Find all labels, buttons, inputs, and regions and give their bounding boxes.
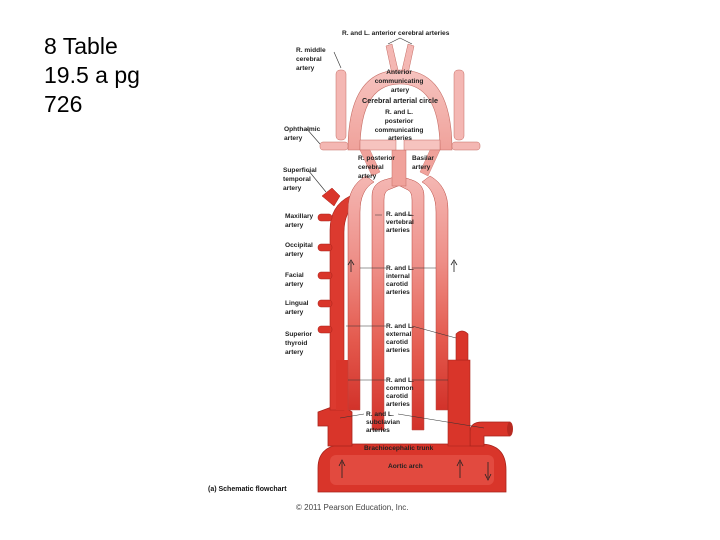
- vessel-drawing: [317, 43, 513, 493]
- copyright-notice: © 2011 Pearson Education, Inc.: [296, 503, 408, 512]
- label-ophthalmic: Ophthalmic artery: [284, 126, 322, 142]
- label-superior-thyroid: Superior thyroid artery: [285, 331, 314, 356]
- maxillary-branch: [317, 213, 333, 222]
- flow-arrows: [338, 259, 492, 481]
- label-brachiocephalic: Brachiocephalic trunk: [364, 445, 434, 452]
- label-posterior-cerebral: R. posterior cerebral artery: [358, 155, 397, 180]
- superficial-temporal-branch: [321, 187, 341, 207]
- label-aortic-arch: Aortic arch: [388, 463, 423, 470]
- occipital-branch: [317, 243, 333, 252]
- right-common-carotid: [336, 360, 348, 410]
- figure-caption: (a) Schematic flowchart: [208, 486, 287, 493]
- right-internal-carotid: [347, 175, 375, 411]
- external-carotid-branches: [317, 187, 341, 334]
- label-external-carotid: R. and L. external carotid arteries: [386, 323, 416, 354]
- left-internal-carotid: [421, 175, 449, 411]
- basilar-vessel: [391, 149, 407, 187]
- ophthalmic-right: [319, 141, 349, 151]
- lingual-branch: [317, 299, 333, 308]
- label-lingual: Lingual artery: [285, 300, 310, 316]
- flow-arrow-left: [347, 259, 355, 272]
- label-facial: Facial artery: [285, 272, 306, 288]
- flow-arrow-aorta-left: [338, 459, 346, 478]
- label-middle-cerebral: R. middle cerebral artery: [296, 47, 328, 72]
- label-superficial-temporal: Superficial temporal artery: [283, 167, 319, 192]
- left-external-carotid: [455, 330, 469, 361]
- middle-cerebral-left: [453, 69, 465, 141]
- leader-superficial-temporal: [307, 169, 327, 193]
- left-subclavian-vessel: [469, 421, 511, 447]
- leader-ophthalmic: [305, 127, 321, 145]
- posterior-communicating-right: [403, 139, 441, 151]
- middle-cerebral-right: [335, 69, 347, 141]
- label-anterior-communicating: Anterior communicating artery: [375, 69, 426, 94]
- facial-branch: [317, 271, 333, 280]
- posterior-cerebral-junction: [359, 149, 381, 177]
- leader-external-carotid: [346, 325, 457, 339]
- left-common-carotid: [447, 359, 471, 447]
- label-basilar: Basilar artery: [412, 155, 436, 171]
- flow-arrow-right: [450, 259, 458, 272]
- leader-lines: [305, 37, 485, 429]
- slide-title: 8 Table 19.5 a pg 726: [44, 33, 140, 117]
- ophthalmic-left: [451, 141, 481, 151]
- label-maxillary: Maxillary artery: [285, 213, 315, 229]
- label-posterior-communicating: R. and L. posterior communicating arteri…: [375, 109, 426, 142]
- label-cerebral-arterial-circle: Cerebral arterial circle: [362, 96, 438, 105]
- label-anterior-cerebral: R. and L. anterior cerebral arteries: [342, 30, 450, 37]
- diagram-labels: R. and L. anterior cerebral arteries R. …: [208, 30, 450, 512]
- flow-arrow-aorta-right: [484, 462, 492, 481]
- label-vertebral: R. and L. vertebral arteries: [386, 211, 416, 234]
- flow-arrow-aorta-mid: [456, 459, 464, 478]
- label-occipital: Occipital artery: [285, 242, 315, 258]
- label-common-carotid: R. and L. common carotid arteries: [386, 377, 416, 408]
- aortic-arch-lumen: [330, 455, 494, 485]
- brachiocephalic-vessel: [317, 403, 353, 447]
- leader-subclavian: [339, 413, 485, 429]
- superior-thyroid-branch: [317, 325, 333, 334]
- leader-middle-cerebral: [333, 51, 342, 69]
- cerebral-arterial-circle: [347, 69, 453, 151]
- label-internal-carotid: R. and L. internal carotid arteries: [386, 265, 416, 296]
- leader-anterior-cerebral: [387, 37, 413, 45]
- posterior-cerebral-junction-r: [419, 149, 441, 177]
- anterior-cerebral-vessels: [385, 43, 415, 75]
- posterior-communicating-left: [359, 139, 397, 151]
- label-subclavian: R. and L. subclavian arteries: [366, 411, 402, 434]
